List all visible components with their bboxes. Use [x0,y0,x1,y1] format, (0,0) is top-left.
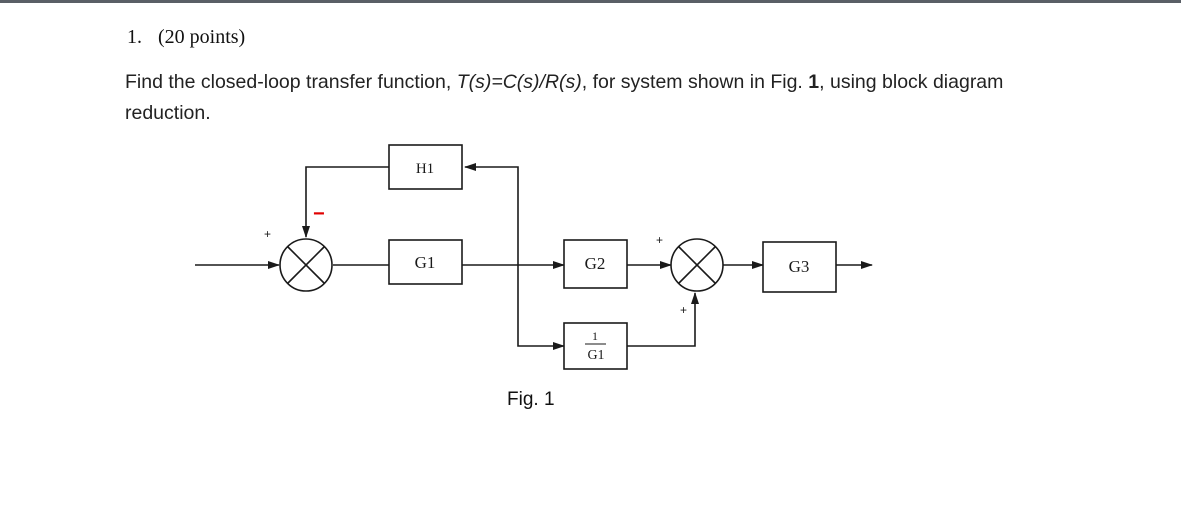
h1-feedback-line [302,166,389,238]
question-number: 1. [127,26,142,48]
g3-label: G3 [789,257,810,276]
question-text-prefix: Find the closed-loop transfer function, [125,71,457,93]
transfer-function-expression: T(s)=C(s)/R(s) [456,71,582,93]
inverse-g1-numerator: 1 [592,329,598,343]
top-rule [0,0,1181,3]
figure-caption: Fig. 1 [507,389,555,410]
g2-label: G2 [585,254,606,273]
question-text-suffix: , using block diagram reduction. [125,71,1004,124]
figure-reference: 1 [808,71,820,93]
h1-block [388,144,463,190]
h1-label: H1 [416,161,434,177]
inverse-g1-to-sum2-line [627,292,699,347]
sum1-minus-sign: − [313,203,325,225]
g3-block [762,241,837,293]
summing-junction-1 [279,238,333,292]
inverse-g1-block [563,322,628,370]
pickoff-to-h1-line [464,163,519,265]
sum2-plus-sign-top: + [656,233,663,247]
g2-block [563,239,628,289]
question-text: Find the closed-loop transfer function, … [125,67,1025,129]
sum1-plus-sign: + [264,227,271,241]
inverse-g1-denominator: G1 [587,348,604,363]
summing-junction-2 [670,238,724,292]
question-text-middle: , for system shown in Fig. [581,71,809,93]
g1-label: G1 [415,253,436,272]
g1-block [388,239,463,285]
pickoff-to-inverse-g1-line [517,265,565,350]
sum2-plus-sign-bottom: + [680,303,687,317]
question-points: (20 points) [158,26,246,48]
